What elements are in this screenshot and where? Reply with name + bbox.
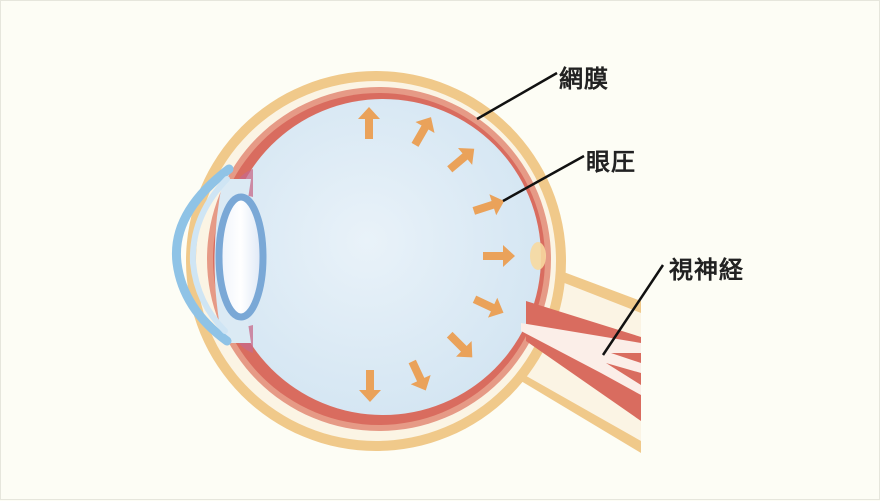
arrow-icon — [447, 148, 475, 173]
arrow-icon — [446, 331, 473, 358]
cornea-inner — [189, 176, 230, 334]
retina-leader-line — [476, 71, 558, 121]
arrow-icon — [483, 245, 515, 267]
arrow-icon — [359, 370, 381, 402]
lens — [215, 193, 267, 321]
pressure-leader-line — [502, 154, 585, 203]
intraocular-pressure-label: 眼圧 — [586, 148, 636, 176]
arrow-icon — [472, 194, 505, 216]
optic-disc — [530, 242, 546, 270]
arrow-icon — [358, 107, 380, 139]
arrow-icon — [411, 117, 435, 147]
arrow-icon — [472, 295, 504, 318]
vitreous-body — [225, 99, 541, 415]
retina-label: 網膜 — [559, 65, 609, 93]
cornea — [171, 164, 234, 346]
optic-nerve-label: 視神経 — [669, 256, 744, 284]
pressure-arrows — [358, 107, 515, 402]
nerve-leader-line — [601, 264, 665, 356]
arrow-icon — [408, 359, 431, 391]
